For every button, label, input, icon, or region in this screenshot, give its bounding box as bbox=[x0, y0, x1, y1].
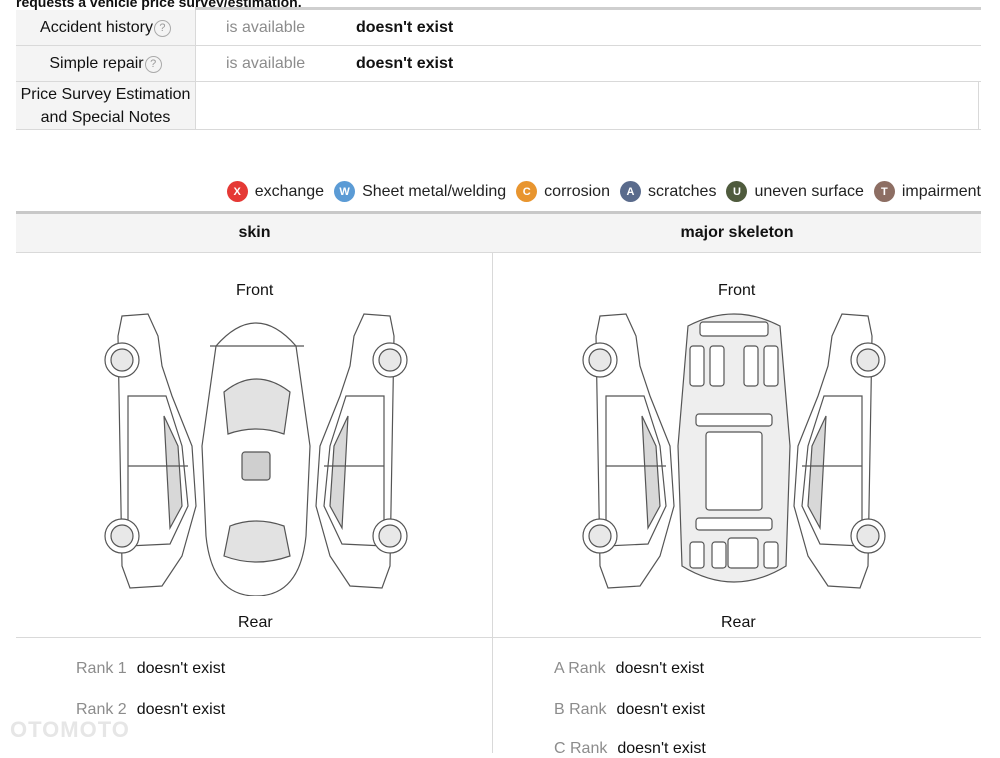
damage-panel: skin major skeleton Front Rear Front Rea… bbox=[16, 211, 981, 757]
watermark: OTOMOTO bbox=[10, 717, 130, 742]
damage-header: skin major skeleton bbox=[16, 214, 981, 253]
skin-rear-label: Rear bbox=[238, 614, 273, 631]
simple-repair-value: doesn't exist bbox=[356, 45, 981, 82]
history-table: Accident history? is available doesn't e… bbox=[16, 10, 981, 130]
accident-history-availability: is available bbox=[195, 10, 356, 46]
skeleton-car-diagram[interactable] bbox=[578, 306, 890, 596]
accident-history-label: Accident history? bbox=[16, 10, 196, 46]
special-notes-cell bbox=[978, 81, 981, 130]
skin-front-label: Front bbox=[236, 282, 274, 299]
exchange-icon: X bbox=[226, 181, 248, 202]
skeleton-front-label: Front bbox=[718, 282, 756, 299]
table-row: Accident history? is available doesn't e… bbox=[16, 10, 981, 46]
top-rule bbox=[195, 7, 981, 10]
uneven-surface-icon: U bbox=[726, 181, 748, 202]
top-note: requests a vehicle price survey/estimati… bbox=[16, 0, 302, 10]
rank-divider bbox=[16, 637, 981, 638]
help-icon[interactable]: ? bbox=[144, 55, 162, 73]
simple-repair-label: Simple repair? bbox=[16, 45, 196, 82]
skin-title: skin bbox=[238, 224, 271, 241]
corrosion-icon: C bbox=[516, 181, 538, 202]
accident-history-value: doesn't exist bbox=[356, 10, 981, 46]
skeleton-title: major skeleton bbox=[680, 224, 794, 241]
panel-divider bbox=[492, 252, 493, 753]
price-notes-cell bbox=[195, 81, 980, 130]
simple-repair-availability: is available bbox=[195, 45, 356, 82]
skeleton-rear-label: Rear bbox=[721, 614, 756, 631]
impairment-icon: T bbox=[873, 181, 895, 202]
table-row: Simple repair? is available doesn't exis… bbox=[16, 45, 981, 82]
skin-car-diagram[interactable] bbox=[100, 306, 412, 596]
sheet-metal-icon: W bbox=[334, 181, 356, 202]
scratches-icon: A bbox=[619, 181, 641, 202]
help-icon[interactable]: ? bbox=[153, 19, 171, 37]
